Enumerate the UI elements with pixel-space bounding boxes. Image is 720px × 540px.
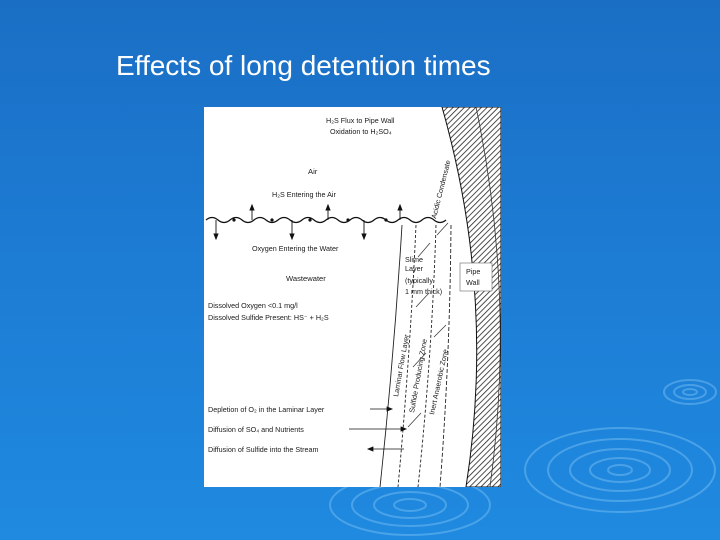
label-dissolved-sulfide: Dissolved Sulfide Present: HS⁻ + H₂S xyxy=(208,313,329,322)
label-acidic-condensate: Acidic Condensate xyxy=(429,159,452,219)
pipe-wall-outer-edge xyxy=(475,107,501,487)
inert-zone-boundary xyxy=(417,224,437,487)
slide-title: Effects of long detention times xyxy=(116,50,491,81)
pipe-wall-label-box xyxy=(459,262,493,292)
water-surface xyxy=(205,216,447,224)
label-diffusion-so4: Diffusion of SO₄ and Nutrients xyxy=(208,425,304,434)
label-air: Air xyxy=(308,167,318,176)
sulfide-zone-boundary xyxy=(397,224,417,487)
label-diffusion-sulfide: Diffusion of Sulfide into the Stream xyxy=(208,445,319,454)
label-slime-2: Layer xyxy=(405,264,424,273)
label-slime-4: 1 mm thick) xyxy=(405,287,442,296)
label-oxidation: Oxidation to H₂SO₄ xyxy=(330,127,392,136)
label-slime-3: (typically xyxy=(405,276,433,285)
laminar-layer-boundary xyxy=(379,224,403,487)
diagram-canvas: H₂S Flux to Pipe Wall Oxidation to H₂SO₄… xyxy=(205,107,501,487)
label-oxygen-entering-water: Oxygen Entering the Water xyxy=(252,244,339,253)
label-slime-1: Slime xyxy=(405,255,423,264)
label-pipe-2: Wall xyxy=(466,278,480,287)
label-h2s-entering-air: H₂S Entering the Air xyxy=(272,190,337,199)
label-wastewater: Wastewater xyxy=(286,274,326,283)
slime-surface-boundary xyxy=(439,224,452,487)
pipe-wall xyxy=(441,107,501,487)
label-dissolved-oxygen: Dissolved Oxygen <0.1 mg/l xyxy=(208,301,298,310)
label-h2s-flux: H₂S Flux to Pipe Wall xyxy=(326,116,395,125)
label-depletion-o2: Depletion of O₂ in the Laminar Layer xyxy=(208,405,325,414)
sewer-pipe-diagram: H₂S Flux to Pipe Wall Oxidation to H₂SO₄… xyxy=(204,107,501,487)
label-pipe-1: Pipe xyxy=(466,267,480,276)
